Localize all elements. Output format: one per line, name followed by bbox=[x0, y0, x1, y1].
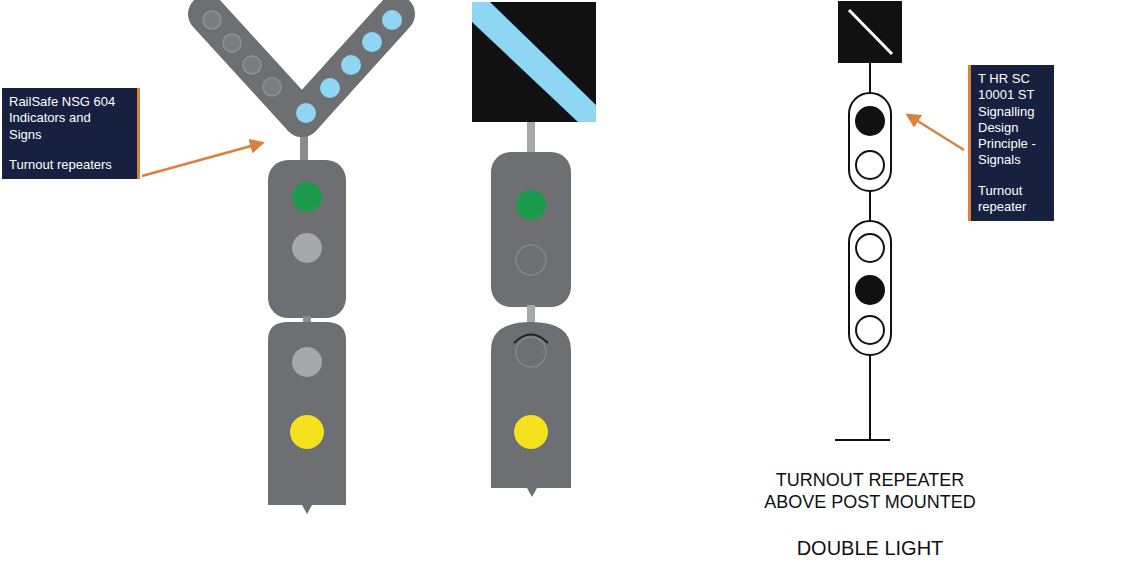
caption-label: DOUBLE LIGHT bbox=[750, 536, 990, 560]
leader-arrow bbox=[908, 115, 964, 150]
callout-text: T HR SC 10001 ST Signalling Design Princ… bbox=[978, 71, 1047, 169]
line-drawing-repeater bbox=[835, 2, 901, 440]
callout-box: RailSafe NSG 604 Indicators and SignsTur… bbox=[2, 88, 140, 179]
caption-label: TURNOUT REPEATER ABOVE POST MOUNTED bbox=[755, 470, 985, 513]
y-repeater-signal bbox=[203, 10, 402, 514]
callout-box: T HR SC 10001 ST Signalling Design Princ… bbox=[968, 65, 1054, 221]
callout-text: RailSafe NSG 604 Indicators and Signs bbox=[9, 94, 117, 143]
square-repeater-signal bbox=[472, 2, 596, 497]
leader-arrow bbox=[142, 143, 262, 176]
callout-text: Turnout repeater bbox=[978, 183, 1047, 216]
callout-text: Turnout repeaters bbox=[9, 157, 117, 173]
